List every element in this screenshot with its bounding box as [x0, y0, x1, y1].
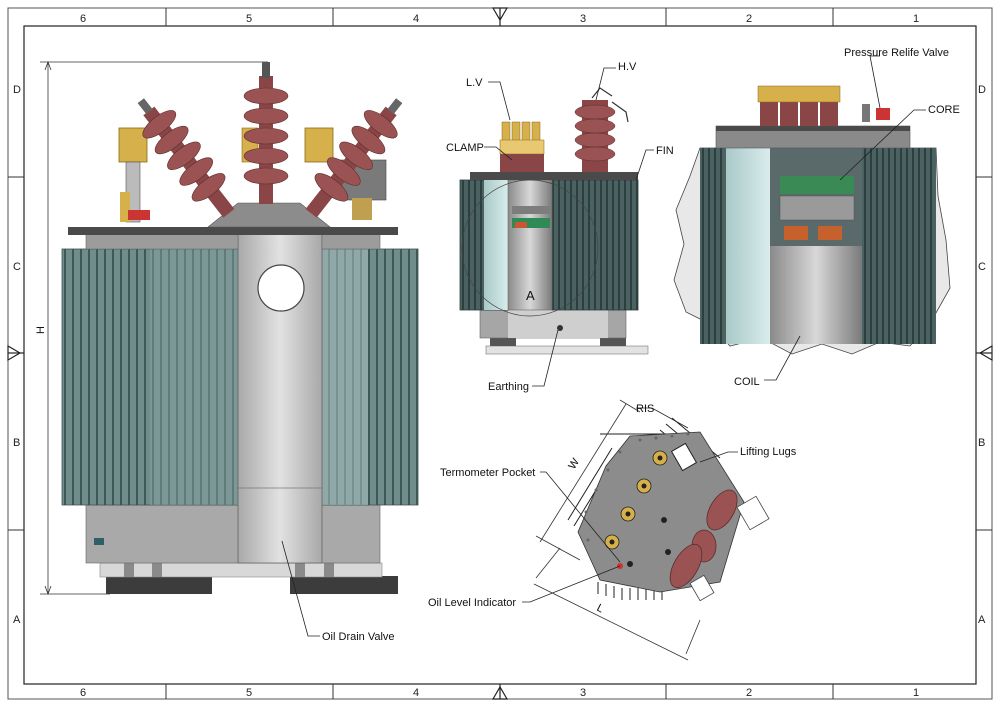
zone-bottom-1: 1	[913, 687, 919, 699]
lower-tank	[85, 504, 381, 564]
callout-pressure-relief-valve: Pressure Relife Valve	[844, 47, 949, 59]
section-bushings	[757, 85, 841, 126]
side-view: A L.V H.V CLAMP FIN Earthing	[446, 61, 674, 393]
zone-right-d: D	[978, 84, 986, 96]
callout-lv: L.V	[466, 77, 483, 89]
dimension-length-label: L	[595, 602, 606, 615]
callout-coil: COIL	[734, 376, 760, 388]
section-view: Pressure Relife Valve CORE COIL	[673, 47, 960, 388]
base-plate	[99, 562, 383, 578]
dimension-width-label: W	[566, 456, 582, 472]
base-skid-left	[106, 576, 212, 594]
zone-top-5: 5	[246, 13, 252, 25]
callout-oil-drain-valve: Oil Drain Valve	[322, 631, 395, 643]
zone-left-c: C	[13, 261, 21, 273]
zone-top-1: 1	[913, 13, 919, 25]
section-coil	[770, 246, 862, 344]
tank-cover	[68, 227, 398, 235]
lv-terminal-left	[118, 127, 150, 223]
side-hv-bushings	[574, 87, 629, 172]
drawing-frame: 6 5 4 3 2 1 6 5 4 3 2 1 D C B A D C B A	[7, 7, 993, 700]
zone-top-6: 6	[80, 13, 86, 25]
callout-clamp: CLAMP	[446, 142, 484, 154]
zone-bottom-5: 5	[246, 687, 252, 699]
callout-core: CORE	[928, 104, 960, 116]
front-view: H	[35, 60, 419, 643]
hv-bushing-center	[243, 62, 289, 204]
section-fins-right	[862, 148, 936, 344]
side-tank-section	[507, 179, 553, 311]
zone-left-b: B	[13, 437, 20, 449]
zone-bottom-3: 3	[580, 687, 586, 699]
top-hv-bushings	[669, 489, 738, 589]
callout-fin: FIN	[656, 145, 674, 157]
height-dimension	[40, 60, 268, 596]
top-view: W L RIS Lifting Lugs Termometer Pocket O…	[428, 399, 797, 661]
side-section-mark: A	[526, 288, 535, 303]
zone-bottom-2: 2	[746, 687, 752, 699]
side-cover	[470, 172, 638, 180]
zone-right-c: C	[978, 261, 986, 273]
zone-left-a: A	[13, 614, 21, 626]
zone-top-3: 3	[580, 13, 586, 25]
zone-top-2: 2	[746, 13, 752, 25]
base-skid-right	[290, 576, 398, 594]
radiator-fins-left	[61, 248, 239, 506]
side-lv-bushings	[499, 121, 545, 172]
callout-oil-level-indicator: Oil Level Indicator	[428, 597, 516, 609]
callout-lifting-lugs: Lifting Lugs	[740, 446, 797, 458]
height-dimension-label: H	[35, 326, 47, 334]
top-view-dimensions	[533, 399, 701, 661]
hv-bushing-left	[137, 98, 235, 218]
callout-earthing: Earthing	[488, 381, 529, 393]
side-fins-right	[551, 179, 639, 311]
callout-hv: H.V	[618, 61, 637, 73]
lifting-lug	[670, 442, 698, 472]
pressure-relief-valve	[876, 108, 890, 120]
zone-bottom-6: 6	[80, 687, 86, 699]
zone-left-d: D	[13, 84, 21, 96]
callout-ris: RIS	[636, 403, 654, 415]
hv-bushing-right	[305, 98, 403, 218]
zone-right-a: A	[978, 614, 986, 626]
zone-bottom-4: 4	[413, 687, 419, 699]
zone-top-4: 4	[413, 13, 419, 25]
inspection-window	[257, 264, 305, 312]
section-fins-left	[700, 148, 728, 344]
zone-right-b: B	[978, 437, 985, 449]
callout-thermometer-pocket: Termometer Pocket	[440, 467, 535, 479]
